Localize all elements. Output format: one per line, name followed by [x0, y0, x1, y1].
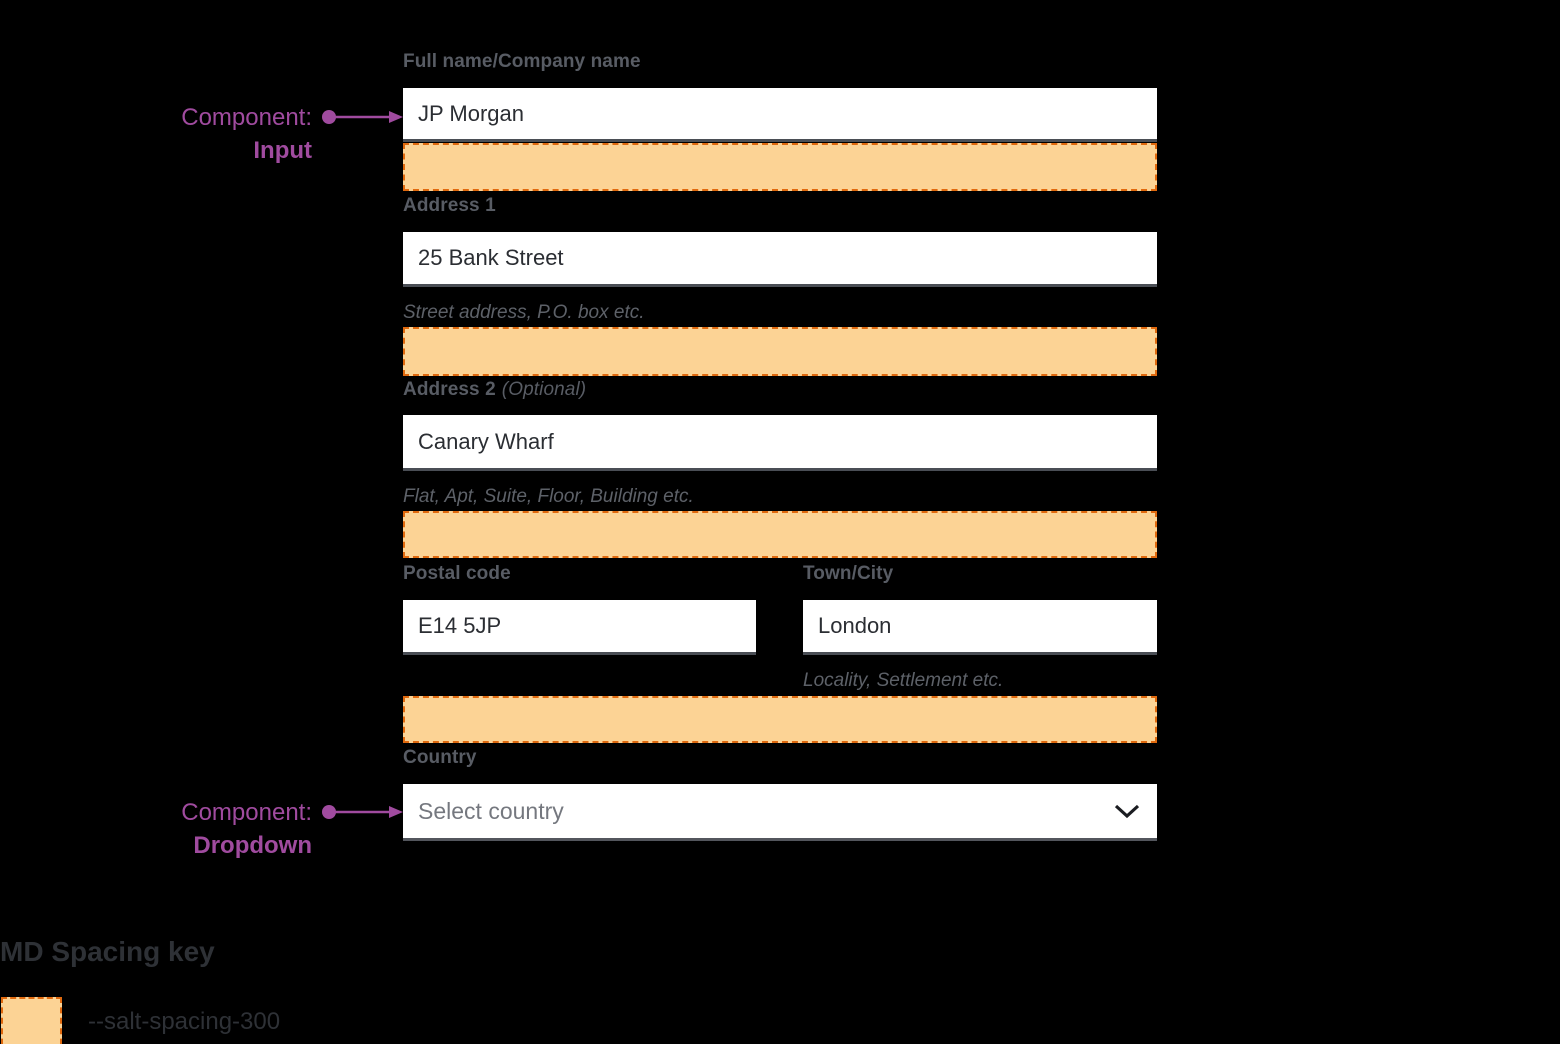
- annotation-arrow: [322, 805, 403, 819]
- annotation-arrow: [322, 110, 403, 124]
- town-city-input[interactable]: [803, 600, 1157, 655]
- spacing-key-title: MD Spacing key: [0, 936, 215, 967]
- annotation-input-prefix: Component:: [181, 104, 312, 131]
- annotation-dropdown-prefix: Component:: [181, 799, 312, 826]
- address2-label: Address 2(Optional): [403, 379, 586, 401]
- address1-input[interactable]: [403, 232, 1157, 287]
- spacing-overlay-300: [403, 511, 1157, 558]
- country-dropdown[interactable]: Select country: [403, 784, 1157, 841]
- spacing-overlay-300: [403, 143, 1157, 191]
- town-city-label: Town/City: [803, 563, 894, 584]
- full-name-label: Full name/Company name: [403, 51, 641, 72]
- spacing-key-token: --salt-spacing-300: [88, 1008, 281, 1035]
- spacing-overlay-300: [403, 696, 1157, 743]
- postal-code-label: Postal code: [403, 563, 511, 584]
- address2-optional-text: (Optional): [501, 379, 587, 400]
- full-name-input[interactable]: [403, 88, 1157, 142]
- spacing-overlay-300: [403, 327, 1157, 376]
- annotation-input-name: Input: [253, 137, 312, 164]
- address2-input[interactable]: [403, 415, 1157, 471]
- annotation-dropdown-name: Dropdown: [193, 832, 312, 859]
- address2-label-text: Address 2: [403, 379, 496, 400]
- spacing-key-swatch: [1, 997, 62, 1044]
- country-dropdown-placeholder: Select country: [418, 797, 564, 824]
- chevron-down-icon: [1114, 804, 1140, 819]
- address2-helper-text: Flat, Apt, Suite, Floor, Building etc.: [403, 486, 694, 507]
- address1-label: Address 1: [403, 195, 496, 216]
- address1-helper-text: Street address, P.O. box etc.: [403, 302, 645, 323]
- postal-code-input[interactable]: [403, 600, 756, 655]
- annotation-input: Component: Input: [62, 101, 312, 167]
- annotation-dropdown: Component: Dropdown: [62, 796, 312, 862]
- country-label: Country: [403, 747, 477, 768]
- town-city-helper-text: Locality, Settlement etc.: [803, 670, 1004, 691]
